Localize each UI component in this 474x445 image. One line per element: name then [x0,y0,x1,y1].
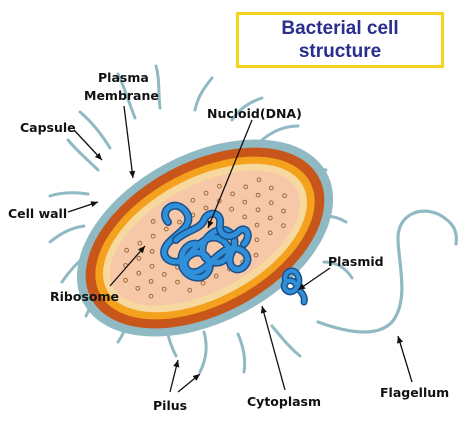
ribosome-dot [190,197,196,203]
ribosome-dot [217,183,222,189]
ribosome-dot [281,223,286,229]
pilus [48,191,90,198]
ribosome-dot [177,219,182,225]
leader-pilus-a [169,359,180,393]
ribosome-dot [268,200,274,206]
ribosome-dot [148,279,154,284]
label-ribosome: Ribosome [50,289,119,304]
pilus [66,138,100,172]
pilus [154,64,162,110]
ribosome-dot [150,219,156,224]
pilus [116,72,137,120]
ribosome-dot [135,286,141,291]
dna-strand [161,203,250,281]
leader-plasmid [297,267,331,291]
ribosome-dot [150,233,156,239]
leader-plasma-membrane [123,105,136,179]
ribosome-dot [124,247,129,253]
leader-pilus-b [177,373,201,393]
leader-ribosome [109,245,146,287]
label-capsule: Capsule [20,120,76,135]
label-cell-wall: Cell wall [8,206,67,221]
ribosome-dot [256,177,262,183]
ribosome-dot [123,277,128,283]
ribosome-dot [255,192,261,198]
pilus [230,96,264,122]
plasmid [280,267,308,306]
label-flagellum: Flagellum [380,385,449,400]
ribosome-dot [242,214,248,220]
label-pilus: Pilus [153,398,187,413]
ribosome-dot [136,270,142,276]
pilus [322,260,354,280]
ribosome-dot [255,207,261,213]
ribosome-dot [282,193,287,199]
ribosome-dot [149,249,155,254]
title-line-2: structure [298,41,382,62]
ribosome-dot [229,206,235,212]
ribosome-dot [163,226,169,232]
label-nucloid: Nucloid(DNA) [207,106,302,121]
leader-flagellum [397,335,413,383]
ribosome-dot [268,185,274,191]
ribosome-dot [137,240,143,246]
ribosome-dot [243,184,249,190]
ribosome-dot [203,205,209,211]
pilus [198,330,208,374]
ribosome-dot [203,190,209,196]
dna-strand [173,211,251,247]
pilus [270,324,302,358]
ribosome-dot [254,237,260,243]
ribosome-dot [213,273,219,279]
ribosome-dot [175,279,180,285]
ribosome-dot [281,208,286,214]
label-cytoplasm: Cytoplasm [247,394,321,409]
ribosome-dot [148,293,154,299]
ribosome-dot [230,191,235,197]
pilus [48,224,86,244]
ribosome-dot [149,263,155,269]
ribosome-dot [254,222,260,228]
ribosome-dot [267,230,273,236]
leader-nucloid [207,119,253,229]
ribosome-dot [200,280,206,286]
pilus [193,76,214,112]
ribosome-dot [187,287,193,293]
ribosome-dot [242,199,248,205]
ribosome-dot [161,272,167,277]
ribosome-dot [267,215,273,221]
ribosome-dot [161,286,167,292]
ribosome-dot [136,256,142,261]
label-plasma-membrane-line2: Membrane [84,88,159,103]
label-plasma-membrane-line1: Plasma [98,70,149,85]
pilus [78,110,112,150]
leader-cell-wall [67,201,99,213]
pilus [236,332,247,374]
title-box: Bacterial cell structure [236,12,444,68]
pilus [260,124,300,142]
leader-cytoplasm [260,305,286,391]
ribosome-dot [253,252,259,258]
nucleoid-dna [160,201,252,282]
title-line-1: Bacterial cell [281,18,399,39]
label-plasmid: Plasmid [328,254,384,269]
leader-lines [67,105,413,393]
leader-capsule [73,129,103,161]
flagellum [316,209,458,334]
